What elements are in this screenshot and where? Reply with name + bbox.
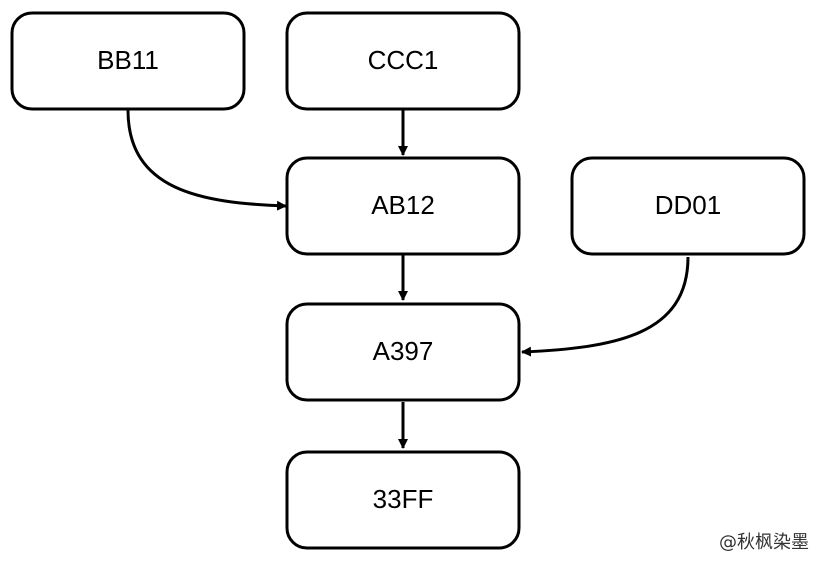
node-box <box>285 450 521 550</box>
node-label: BB11 <box>97 45 159 75</box>
node-label: CCC1 <box>368 45 439 75</box>
node-bb11: BB11 <box>10 11 246 111</box>
node-ccc1: CCC1 <box>285 11 521 111</box>
edge-bb11-to-ab12 <box>126 109 287 211</box>
node-box <box>285 302 521 402</box>
watermark-text: @秋枫染墨 <box>719 532 809 553</box>
node-label: AB12 <box>371 190 435 220</box>
node-box <box>570 156 806 256</box>
node-label: DD01 <box>655 190 721 220</box>
node-box <box>10 11 246 111</box>
node-33ff: 33FF <box>285 450 521 550</box>
node-box <box>285 156 521 256</box>
node-label: 33FF <box>373 484 434 514</box>
node-label: A397 <box>373 336 434 366</box>
node-box <box>285 11 521 111</box>
edge-dd01-to-a397 <box>521 256 690 357</box>
node-a397: A397 <box>285 302 521 402</box>
node-ab12: AB12 <box>285 156 521 256</box>
node-dd01: DD01 <box>570 156 806 256</box>
